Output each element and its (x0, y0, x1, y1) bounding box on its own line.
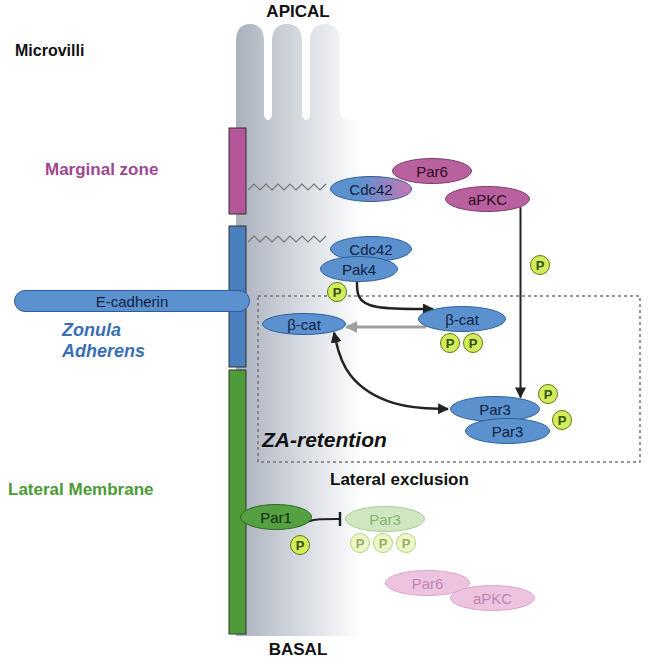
phosphate-circle: P (327, 282, 347, 302)
zonula-adherens-label: Zonula Adherens (62, 320, 182, 362)
apkc-protein: aPKC (445, 186, 530, 212)
lateral-membrane (229, 370, 246, 634)
lateral-exclusion-label: Lateral exclusion (330, 470, 469, 490)
protein-name: aPKC (450, 585, 535, 611)
protein-name: E-cadherin (14, 290, 250, 312)
protein-name: Pak4 (320, 256, 398, 282)
phosphate-label: P (440, 333, 460, 353)
phosphate-label: P (530, 255, 550, 275)
protein-name: β-cat (262, 313, 346, 335)
phosphate-circle: P (538, 384, 558, 404)
lipid-anchors (248, 184, 326, 242)
beta-catenin: β-cat (262, 313, 346, 335)
microvilli-label: Microvilli (15, 42, 84, 60)
phosphate-circle: P (350, 533, 370, 553)
protein-name: Par3 (345, 506, 425, 532)
pak4-protein: Pak4 (320, 256, 398, 282)
cdc42-protein: Cdc42 (330, 176, 412, 202)
phosphate-label: P (552, 410, 572, 430)
phosphate-circle: P (373, 533, 393, 553)
phosphate-label: P (463, 333, 483, 353)
phosphate-label: P (290, 535, 310, 555)
protein-name: Par6 (392, 158, 472, 184)
e-cadherin-protein: E-cadherin (14, 290, 250, 312)
phosphate-circle: P (463, 333, 483, 353)
apkc-protein-faded: aPKC (450, 585, 535, 611)
protein-name: Cdc42 (330, 176, 412, 202)
connector-arrow (334, 333, 448, 409)
marginal-zone-membrane (229, 128, 246, 214)
protein-name: aPKC (445, 186, 530, 212)
phosphate-circle: P (552, 410, 572, 430)
basal-label: BASAL (269, 640, 328, 660)
par1-protein: Par1 (240, 504, 312, 530)
phosphate-circle: P (440, 333, 460, 353)
par3-protein-faded: Par3 (345, 506, 425, 532)
phosphate-circle: P (396, 533, 416, 553)
lateral-membrane-label: Lateral Membrane (8, 480, 154, 500)
phosphate-label: P (327, 282, 347, 302)
za-retention-region (258, 296, 640, 462)
phosphate-label: P (396, 533, 416, 553)
protein-name: Par3 (450, 396, 540, 422)
par6-protein: Par6 (392, 158, 472, 184)
protein-name: Par1 (240, 504, 312, 530)
lipid-anchor (248, 184, 326, 190)
beta-catenin: β-cat (418, 306, 506, 332)
phosphate-label: P (350, 533, 370, 553)
marginal-zone-label: Marginal zone (45, 160, 158, 180)
protein-name: Par3 (465, 418, 550, 444)
par3-protein: Par3 (450, 396, 540, 422)
connector-arrow (520, 207, 522, 397)
par3-protein: Par3 (465, 418, 550, 444)
za-retention-label: ZA-retention (262, 428, 387, 452)
protein-name: β-cat (418, 306, 506, 332)
connector-arrow (357, 282, 433, 309)
apical-label: APICAL (266, 2, 329, 22)
lipid-anchor (248, 236, 326, 242)
phosphate-label: P (373, 533, 393, 553)
phosphate-circle: P (290, 535, 310, 555)
phosphate-circle: P (530, 255, 550, 275)
cell-body (236, 24, 362, 636)
phosphate-label: P (538, 384, 558, 404)
connector-arrow (346, 326, 426, 329)
